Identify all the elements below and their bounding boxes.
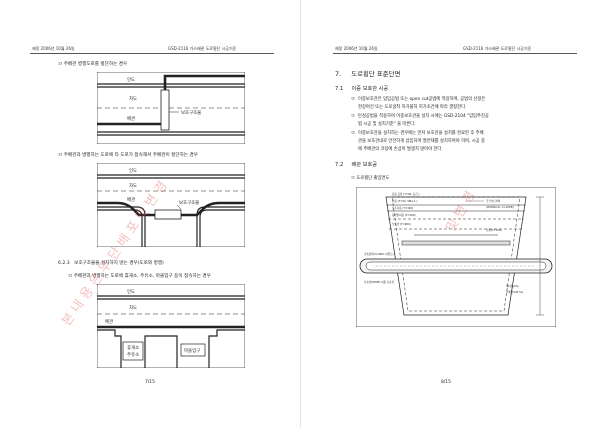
junction-road-edge	[196, 206, 245, 247]
s72-item-1-bullet: ㅁ	[351, 176, 355, 181]
s71-item-3-line-3: 에 주배관의 코팅에 손상이 발생치 않아야 한다.	[358, 147, 443, 152]
label-village-entrance: 마을입구	[184, 347, 200, 354]
item-1: ㅁ 주배관 병행도로를 횡단하는 경우	[58, 61, 127, 67]
figure-frame	[97, 163, 245, 247]
label-casing: 케이싱(KS)	[506, 284, 519, 288]
item-1-bullet: ㅁ	[58, 62, 63, 67]
figure-junction-crossing: 인도 차도 배관 보호구조물	[97, 163, 245, 247]
gas-pipe	[97, 74, 245, 126]
label-hdpe-casing: 보호관(HDPE) 이중 보호관	[364, 280, 395, 284]
s71-item-1-bullet: ㅁ	[351, 97, 355, 102]
item-2: ㅁ 주배관과 병행하는 도로에 타 도로가 접속해서 주배관이 횡단하는 경우	[58, 152, 198, 158]
label-sand: 모래(T=100)	[486, 228, 502, 232]
label-sidewalk: 인도	[127, 76, 135, 83]
s71-item-3-line-1: 이중보호관을 설치하는 경우에는 먼저 보호관을 설치를 완료한 후 주배	[358, 131, 484, 136]
rest-area-box	[122, 341, 144, 361]
header-rule	[30, 53, 274, 54]
label-concrete-cover: 콘크리트커버	[486, 199, 501, 203]
item-4-text: 주배관과 병행하는 도로에 휴게소, 주유소, 마을입구 등이 접속하는 경우	[73, 274, 211, 279]
section-7-title: 도로횡단 표준단면	[351, 70, 401, 78]
label-subbase-layer: 보조기층 (T=300)	[392, 206, 413, 210]
item-2-bullet: ㅁ	[58, 153, 63, 158]
concrete-cover	[401, 240, 511, 246]
item-4-bullet: ㅁ	[68, 274, 73, 279]
header-rule	[333, 53, 577, 54]
label-rest-area: 휴게소	[127, 344, 139, 351]
header-title: GSD-2116 가스배관 도로횡단 시공기준	[168, 46, 237, 51]
label-structure: 보호구조물	[181, 110, 201, 116]
section-7-2-title: 배관 보호공	[351, 162, 378, 168]
item-4: ㅁ 주배관과 병행하는 도로에 휴게소, 주유소, 마을입구 등이 접속하는 경…	[68, 273, 211, 279]
page-number: 7/15	[145, 380, 155, 385]
road-edge-line	[208, 329, 245, 368]
label-sidewalk: 인도	[129, 167, 137, 174]
page-number: 8/15	[441, 380, 451, 385]
s71-item-1-line-1: 이중보호관은 압입공법 또는 open cut공법에 적용하며, 공법의 선정은	[358, 97, 486, 102]
label-pipe: 배관	[105, 318, 113, 325]
item-2-text: 주배관과 병행하는 도로에 타 도로가 접속해서 주배관이 횡단하는 경우	[63, 153, 198, 158]
label-structure: 보호구조물	[179, 200, 199, 206]
right-page: 제정 2006년 10월 26일 GSD-2116 가스배관 도로횡단 시공기준…	[300, 0, 600, 428]
item-3-number: 6.2.3	[58, 261, 70, 266]
figure-cross-section: 표층 포장 (T=50, 등급 ) 기층 (T=50, SMA-1 ) 보조기층…	[356, 187, 556, 327]
village-entrance-box	[180, 343, 206, 357]
label-frost-layer: 동상방지층 (T=300)	[392, 213, 416, 217]
s71-item-1-line-2: 현장여건 또는 도로굴착 허가불허 허가조건에 따라 결정한다.	[358, 105, 467, 110]
s71-item-2-line-2: 법 시공 및 설치기준" 을 따른다.	[358, 122, 416, 127]
protective-structure	[154, 209, 182, 220]
header-date: 제정 2006년 10월 26일	[32, 46, 75, 51]
road-edge-line	[97, 329, 122, 368]
junction-road-edge	[199, 209, 245, 247]
label-roadway: 차도	[129, 95, 137, 102]
label-pipe: 배관	[127, 196, 135, 203]
section-7-1-heading: 7.1 이중 보호관 시공	[335, 85, 388, 92]
figure-road-crossing: 인도 차도 배관 보호구조물	[97, 72, 245, 144]
label-pipe: 배관	[127, 115, 135, 122]
junction-road-edge	[97, 209, 143, 247]
item-3-text: 보호구조물을 설치하지 않는 경우(도로와 병행)	[74, 261, 164, 266]
header-title: GSD-2116 가스배관 도로횡단 시공기준	[463, 46, 532, 51]
label-foundation: 기초상부(D=600, 아연도)	[364, 252, 394, 256]
label-main-pipe: 주배관(API 5L)	[506, 290, 523, 294]
label-base-layer: 기층 (T=50, SMA-1 )	[392, 199, 417, 203]
section-7-2-number: 7.2	[335, 162, 344, 168]
s71-item-3-bullet: ㅁ	[351, 131, 355, 136]
s71-item-2-line-1: 탄성공법을 적용하여 이중보호관을 설치 시에는 GSD-2104 "압입추진공	[358, 114, 489, 119]
left-page: 제정 2006년 10월 26일 GSD-2116 가스배관 도로횡단 시공기준…	[30, 46, 274, 385]
road-edge-line	[144, 335, 178, 368]
section-7-heading: 7. 도로횡단 표준단면	[335, 69, 400, 78]
leader-line	[176, 204, 182, 210]
gas-pipe	[97, 201, 157, 217]
item-1-text: 주배관 병행도로를 횡단하는 경우	[63, 62, 128, 67]
s71-item-3-line-2: 관을 보호관내로 안전하게 삽입하여 절연재를 설치하여야 하며, 시공 중	[358, 139, 485, 144]
label-gas-station: 주유소	[127, 352, 139, 358]
label-concrete-cover-spec: (W:600mm, 2 LAYER)	[486, 205, 514, 209]
s72-item-1: ㅁ 도로횡단 출입면도	[351, 175, 389, 181]
label-sidewalk: 인도	[127, 288, 135, 295]
protective-structure	[160, 89, 170, 131]
label-casing-depth: 보호관 (T=900)	[392, 222, 411, 226]
label-roadway: 차도	[129, 304, 137, 311]
label-surface-layer: 표층 포장 (T=50, 등급 )	[392, 192, 420, 196]
figure-parallel-road: 인도 차도 배관 휴게소 주유소 마을입구	[97, 284, 245, 368]
label-roadway: 차도	[129, 182, 137, 189]
item-3: 6.2.3 보호구조물을 설치하지 않는 경우(도로와 병행)	[58, 260, 164, 266]
s71-item-2-bullet: ㅁ	[351, 114, 355, 119]
section-7-number: 7.	[335, 70, 342, 78]
gas-pipe	[179, 201, 245, 217]
section-7-1-number: 7.1	[335, 86, 344, 92]
section-7-1-title: 이중 보호관 시공	[351, 86, 389, 92]
s72-item-1-text: 도로횡단 출입면도	[356, 176, 390, 181]
header-date: 제정 2006년 10월 26일	[335, 46, 378, 51]
figure-frame	[356, 187, 556, 327]
section-7-2-heading: 7.2 배관 보호공	[335, 161, 377, 168]
